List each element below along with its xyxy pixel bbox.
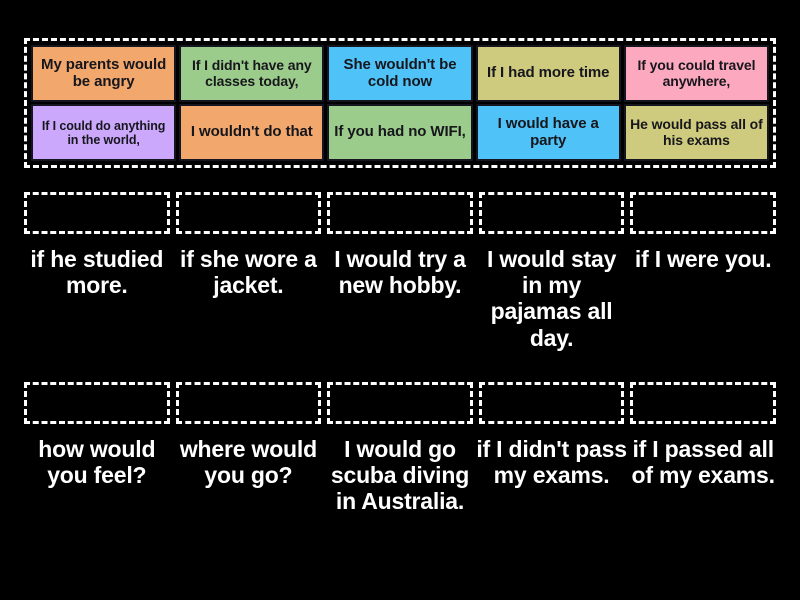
answer-cell: how would you feel? <box>24 382 170 515</box>
answer-cell: if I didn't pass my exams. <box>476 382 627 515</box>
draggable-tile[interactable]: I wouldn't do that <box>179 104 325 161</box>
answer-cell: if I were you. <box>630 192 776 351</box>
draggable-tile[interactable]: If I didn't have any classes today, <box>179 45 325 102</box>
answer-label: how would you feel? <box>38 436 156 489</box>
answer-cell: I would stay in my pajamas all day. <box>478 192 625 351</box>
answer-cell: if she wore a jacket. <box>175 192 322 351</box>
draggable-tile[interactable]: He would pass all of his exams <box>623 104 770 161</box>
drop-zone[interactable] <box>478 382 625 424</box>
draggable-tile[interactable]: If you could travel anywhere, <box>623 45 770 102</box>
answer-label: I would try a new hobby. <box>334 246 466 299</box>
drop-zone[interactable] <box>175 382 322 424</box>
answer-cell: I would try a new hobby. <box>327 192 473 351</box>
answer-label: if I didn't pass my exams. <box>476 436 627 489</box>
answer-label: if she wore a jacket. <box>180 246 317 299</box>
drop-zone[interactable] <box>175 192 322 234</box>
drop-zone[interactable] <box>327 192 473 234</box>
answer-label: I would stay in my pajamas all day. <box>486 246 617 351</box>
answer-row-1: if he studied more. if she wore a jacket.… <box>0 192 800 351</box>
answer-row-2: how would you feel? where would you go?I … <box>0 382 800 515</box>
drop-zone[interactable] <box>630 192 776 234</box>
answer-cell: if he studied more. <box>24 192 170 351</box>
answer-label: I would go scuba diving in Australia. <box>330 436 470 515</box>
draggable-tile[interactable]: If I could do anything in the world, <box>31 104 177 161</box>
answer-cell: if I passed all of my exams. <box>630 382 776 515</box>
draggable-tile[interactable]: If you had no WIFI, <box>327 104 473 161</box>
tile-bank-row: If I could do anything in the world,I wo… <box>31 104 770 161</box>
draggable-tile[interactable]: My parents would be angry <box>31 45 177 102</box>
answer-label: where would you go? <box>179 436 317 489</box>
draggable-tile[interactable]: If I had more time <box>475 45 621 102</box>
drop-zone[interactable] <box>24 382 170 424</box>
drop-zone[interactable] <box>630 382 776 424</box>
draggable-tile[interactable]: I would have a party <box>475 104 621 161</box>
drop-zone[interactable] <box>327 382 473 424</box>
answer-cell: where would you go? <box>175 382 322 515</box>
answer-label: if I passed all of my exams. <box>631 436 776 489</box>
answer-label: if I were you. <box>634 246 772 272</box>
draggable-tile[interactable]: She wouldn't be cold now <box>327 45 473 102</box>
answer-label: if he studied more. <box>30 246 164 299</box>
drop-zone[interactable] <box>24 192 170 234</box>
drop-zone[interactable] <box>478 192 625 234</box>
answer-cell: I would go scuba diving in Australia. <box>327 382 473 515</box>
